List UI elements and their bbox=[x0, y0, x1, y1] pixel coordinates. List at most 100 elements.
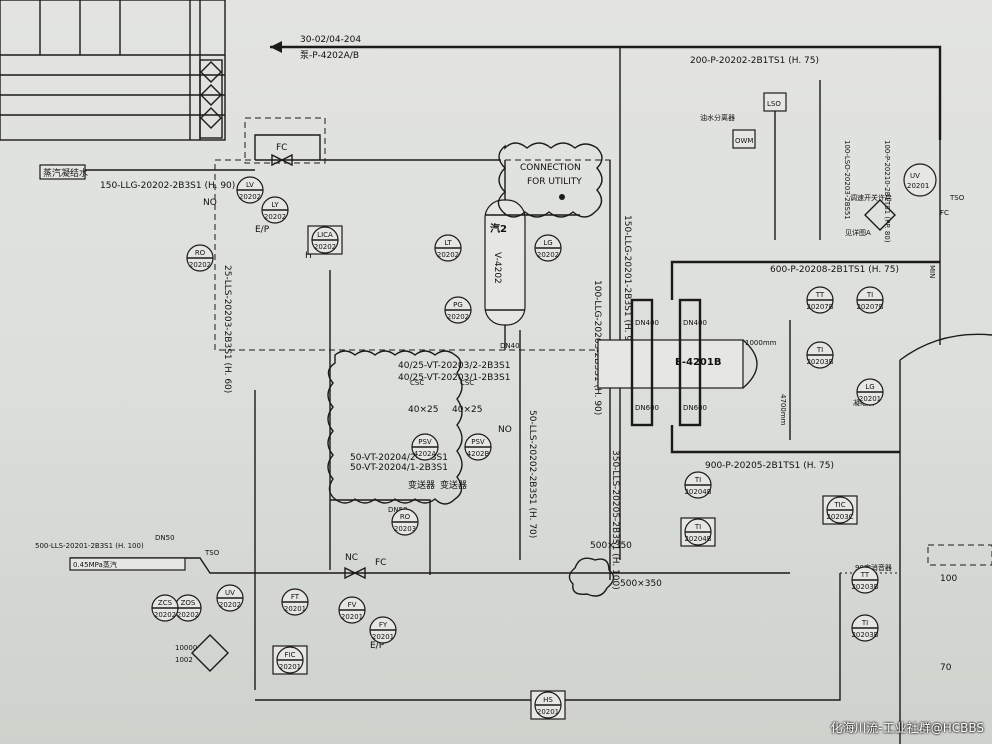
instrument-fic: FIC 20201 bbox=[272, 645, 308, 675]
instrument-function: ZOS bbox=[181, 599, 196, 607]
line-label: 30-02/04-204 bbox=[300, 35, 361, 45]
ep-label: E/P bbox=[255, 225, 270, 235]
instrument-ti: TI 20204B bbox=[684, 471, 712, 499]
title-block-table bbox=[0, 0, 226, 141]
line-condensate-out: 蒸汽凝结水 150-LLG-20202-2B3S1 (H. 90) bbox=[39, 164, 255, 191]
instrument-tag: 20201 bbox=[537, 708, 559, 716]
instrument-function: UV bbox=[225, 589, 235, 597]
instrument-zos: ZOS 20202 bbox=[174, 594, 202, 622]
instrument-ro: RO 20203 bbox=[391, 508, 419, 536]
line-label: 50-VT-20204/1-2B3S1 bbox=[350, 463, 448, 473]
line-label: 600-P-20208-2B1TS1 (H. 75) bbox=[770, 265, 899, 275]
line-label: 泵-P-4202A/B bbox=[300, 50, 359, 61]
instrument-function: FY bbox=[379, 621, 388, 629]
note-label: 油水分离器 bbox=[700, 113, 735, 122]
instrument-tag: 20202 bbox=[177, 611, 199, 619]
ep-label: E/P bbox=[370, 641, 385, 651]
line-label: 900-P-20205-2B1TS1 (H. 75) bbox=[705, 461, 834, 471]
dest-label: 蒸汽凝结水 bbox=[43, 167, 88, 179]
instrument-tag: 20203B bbox=[851, 631, 878, 639]
instrument-lt: LT 20202 bbox=[434, 234, 462, 262]
instrument-tag: 4202A bbox=[414, 450, 437, 458]
num-label: 1002 bbox=[175, 656, 193, 664]
instrument-uv: UV 20202 bbox=[216, 584, 244, 612]
no-label: NO bbox=[203, 198, 217, 208]
instrument-tag: 20203B bbox=[806, 358, 833, 366]
line-label: 40/25-VT-20203/1-2B3S1 bbox=[398, 373, 510, 383]
tso-label: TSO bbox=[204, 549, 220, 557]
instrument-tag: 20202 bbox=[239, 193, 261, 201]
vessel-tag: V-4202 bbox=[492, 252, 502, 284]
line-header-top: 30-02/04-204 泵-P-4202A/B 200-P-20202-2B1… bbox=[270, 35, 942, 560]
instrument-ti: TI 20207B bbox=[856, 286, 884, 314]
instrument-tag: 20203 bbox=[394, 525, 416, 533]
instrument-tag: 20202 bbox=[219, 601, 241, 609]
line-label: 40/25-VT-20203/2-2B3S1 bbox=[398, 361, 510, 371]
instrument-function: TT bbox=[815, 291, 825, 299]
instrument-function: HS bbox=[543, 696, 553, 704]
dn-label: DN400 bbox=[683, 319, 707, 327]
utility-connection: CONNECTION FOR UTILITY bbox=[497, 142, 603, 218]
instrument-tag: 20202 bbox=[537, 251, 559, 259]
utility-label: FOR UTILITY bbox=[527, 177, 582, 187]
num-label: 10000 bbox=[175, 644, 197, 652]
hx-tag: E-4201B bbox=[675, 357, 721, 368]
instrument-tag: 20201 bbox=[284, 605, 306, 613]
instrument-function: TI bbox=[694, 476, 701, 484]
dn-label: DN600 bbox=[635, 404, 659, 412]
instrument-function: FIC bbox=[285, 651, 296, 659]
line-label: 50-LLS-20202-2B3S1 (H. 70) bbox=[527, 410, 537, 538]
instrument-hs: HS 20201 bbox=[530, 690, 566, 720]
instrument-tag: 20204B bbox=[684, 535, 711, 543]
dn-label: DN40 bbox=[500, 342, 520, 350]
instrument-function: LY bbox=[271, 201, 279, 209]
instrument-tag: 20207B bbox=[806, 303, 833, 311]
instrument-function: LG bbox=[543, 239, 552, 247]
instrument-function: TI bbox=[866, 291, 873, 299]
h-label: H bbox=[305, 251, 312, 261]
instrument-function: TI bbox=[694, 523, 701, 531]
instrument-tag: 20203B bbox=[851, 583, 878, 591]
fc-label: FC bbox=[276, 143, 287, 153]
owm-label: OWM bbox=[735, 137, 753, 145]
fc-label: FC bbox=[940, 209, 949, 217]
instrument-function: RO bbox=[400, 513, 411, 521]
instrument-function: LG bbox=[865, 383, 874, 391]
instrument-tt: TT 20207B bbox=[806, 286, 834, 314]
line-label: 150-LLG-20202-2B3S1 (H. 90) bbox=[100, 181, 235, 191]
dim-label: 1000mm bbox=[745, 339, 777, 347]
instrument-tag: 20201 bbox=[859, 395, 881, 403]
instrument-function: LT bbox=[444, 239, 452, 247]
right-label: 70 bbox=[940, 663, 952, 673]
csc-label: CSC bbox=[410, 379, 424, 387]
dn-label: DN400 bbox=[635, 319, 659, 327]
note-label: 变送器 bbox=[408, 479, 435, 491]
instrument-tag: 20202 bbox=[437, 251, 459, 259]
note-label: 90度消音器 bbox=[855, 563, 892, 572]
lso-label: LSO bbox=[767, 100, 781, 108]
instrument-function: TI bbox=[861, 619, 868, 627]
instrument-tag: 20201 bbox=[279, 663, 301, 671]
instrument-tag: 20207B bbox=[856, 303, 883, 311]
instrument-tag: 4202B bbox=[467, 450, 490, 458]
right-vessel: 100 70 MIN bbox=[899, 140, 992, 744]
line-label: 150-LLG-20201-2B3S1 (H. 90) bbox=[622, 215, 632, 350]
line-label: 100-LSO-20203-2BS51 bbox=[843, 140, 851, 220]
min-label: MIN bbox=[928, 265, 936, 278]
line-label: 50-VT-20204/2-2B3S1 bbox=[350, 453, 448, 463]
instrument-function: ZCS bbox=[158, 599, 173, 607]
size-label: 500×350 bbox=[590, 541, 632, 551]
instrument-tag: 20204B bbox=[684, 488, 711, 496]
tso-label: TSO bbox=[949, 194, 965, 202]
line-label: 100-LLG-20205-2B3S1 (H. 90) bbox=[592, 280, 602, 415]
